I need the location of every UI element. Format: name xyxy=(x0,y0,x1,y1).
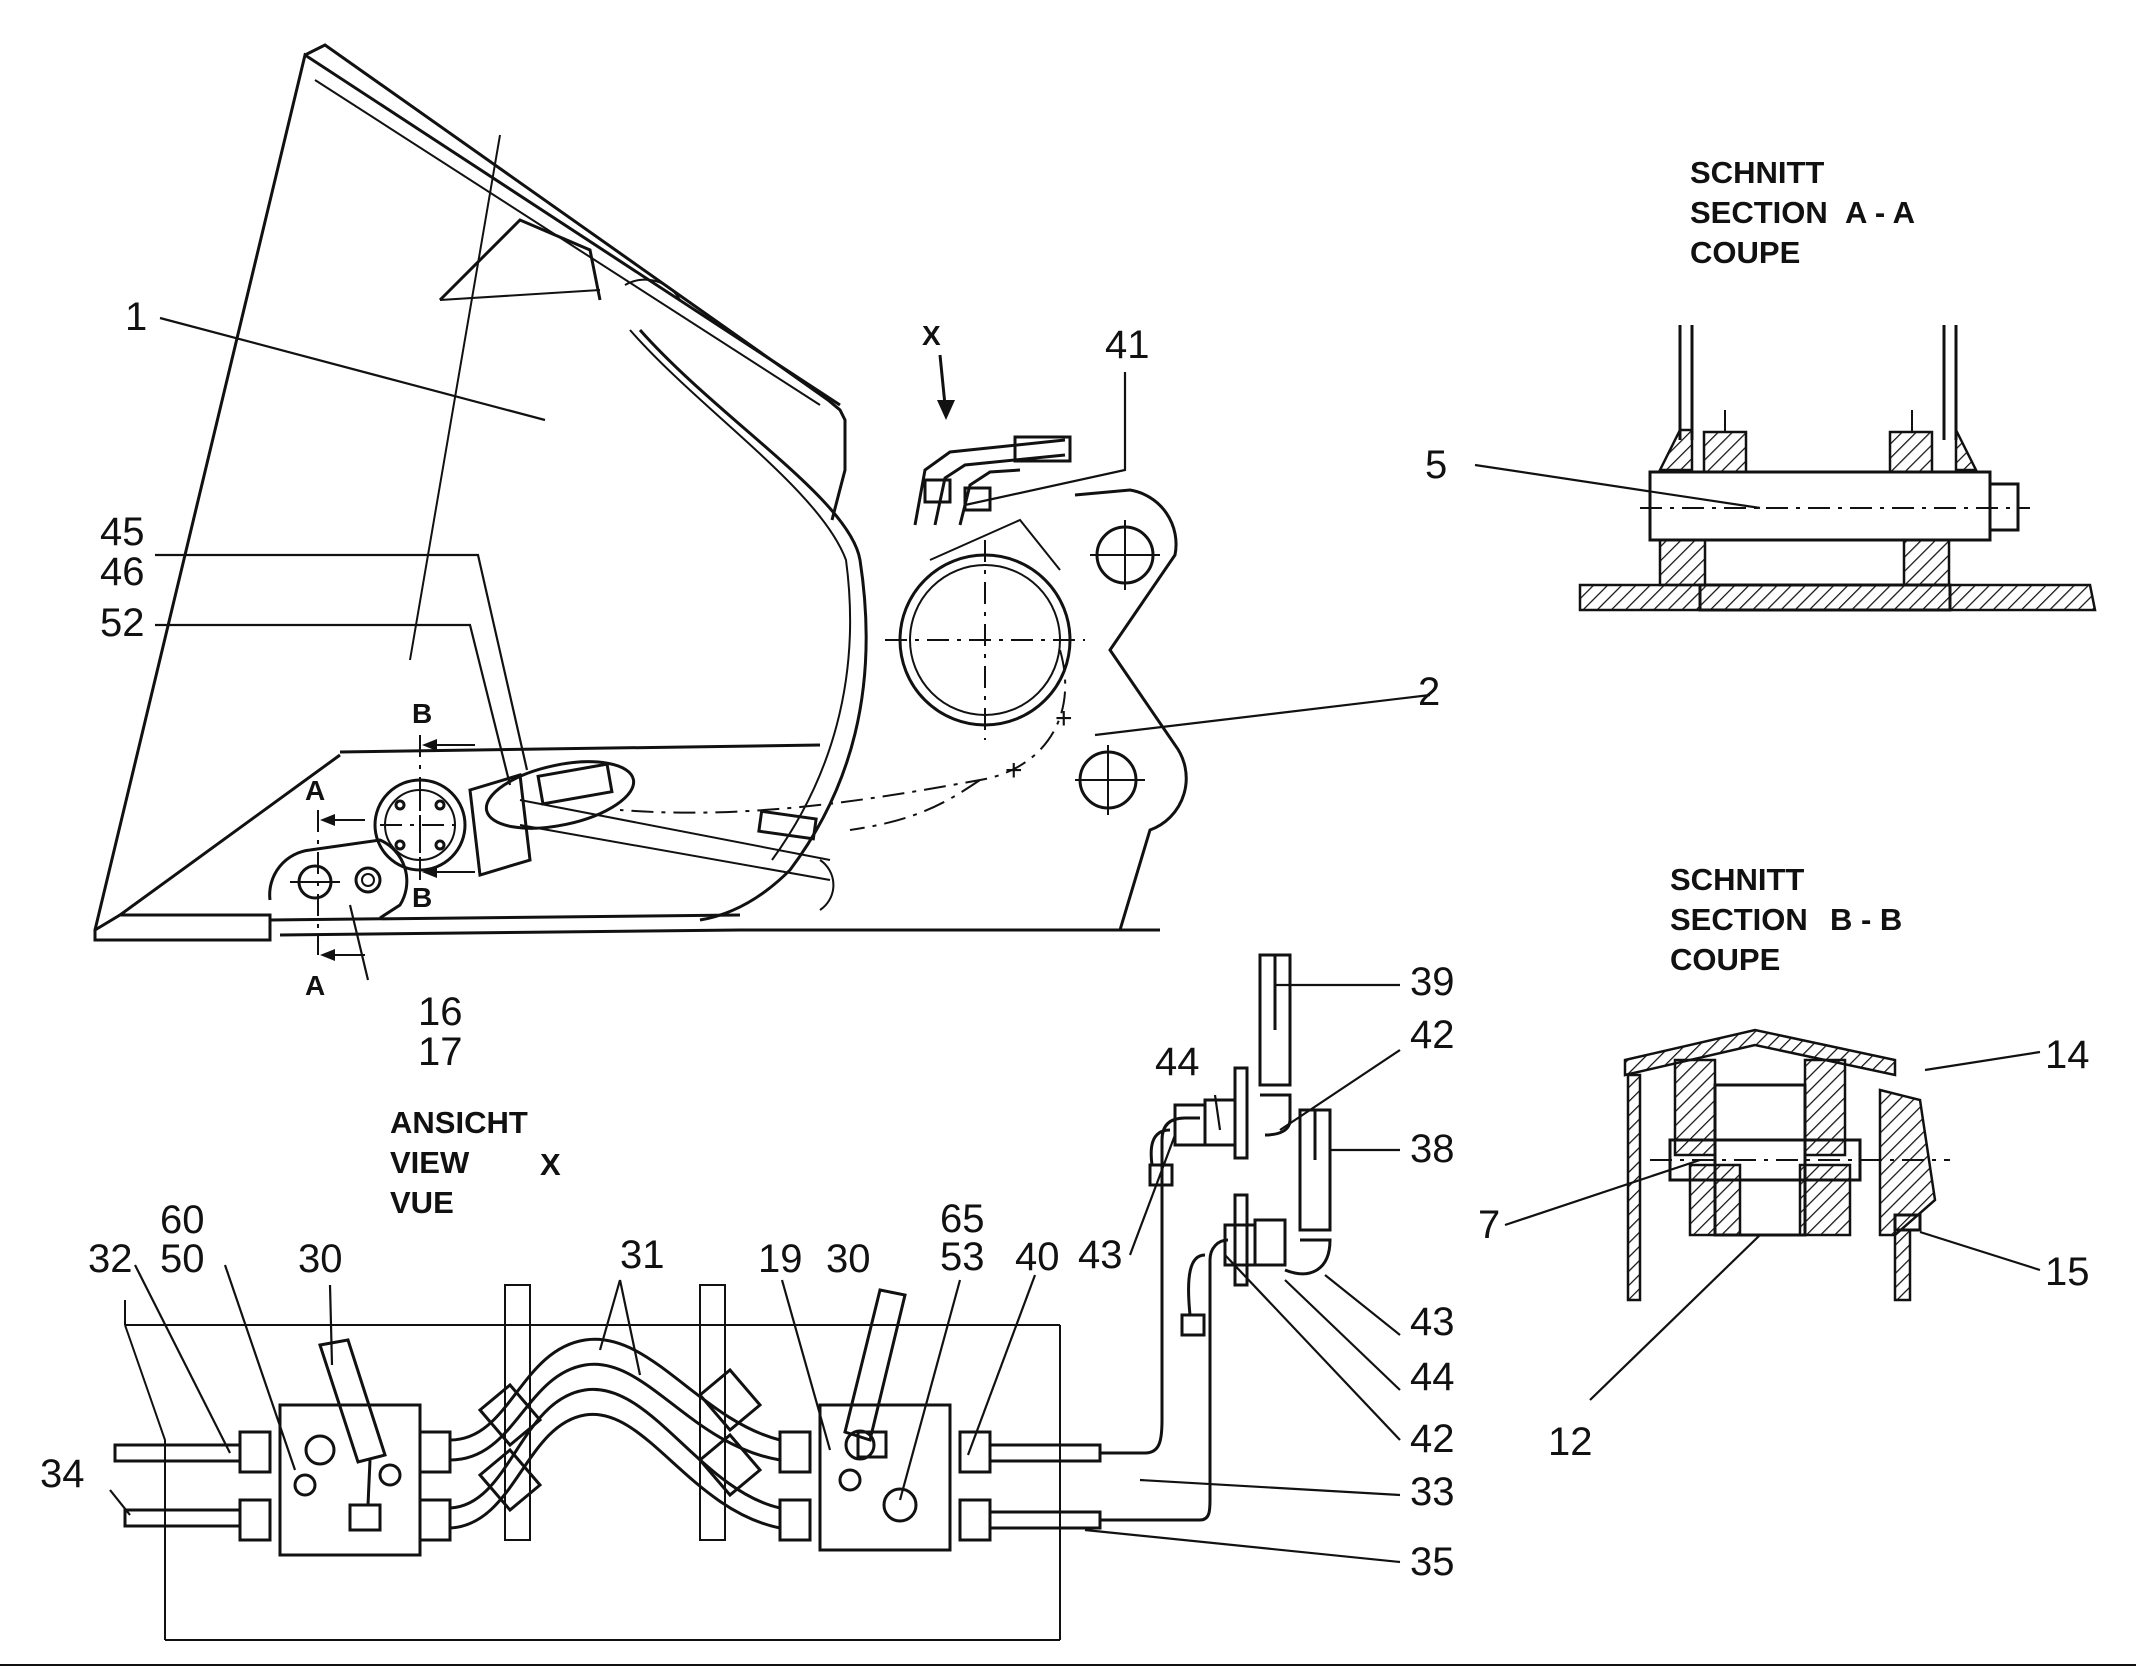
section-aa-drawing xyxy=(1474,325,2097,612)
part-label-39: 39 xyxy=(1410,960,1455,1004)
svg-text:VUE: VUE xyxy=(390,1185,454,1220)
part-label-16: 16 xyxy=(418,990,463,1034)
section-bb-title: SCHNITT SECTION COUPE B - B xyxy=(1670,862,1902,977)
part-label-12: 12 xyxy=(1548,1420,1593,1464)
part-label-46: 46 xyxy=(100,550,145,594)
part-label-17: 17 xyxy=(418,1030,463,1074)
svg-text:ANSICHT: ANSICHT xyxy=(390,1105,528,1140)
part-label-60: 60 xyxy=(160,1198,205,1242)
view-x-title: ANSICHT VIEW VUE X xyxy=(390,1105,561,1220)
part-label-41: 41 xyxy=(1105,323,1150,367)
part-label-43-right: 43 xyxy=(1410,1300,1455,1344)
part-label-14: 14 xyxy=(2045,1033,2090,1077)
svg-text:+: + xyxy=(1005,754,1023,787)
part-label-50: 50 xyxy=(160,1237,205,1281)
svg-text:SECTION: SECTION xyxy=(1670,902,1808,937)
part-label-44-top: 44 xyxy=(1155,1040,1200,1084)
part-label-42-top: 42 xyxy=(1410,1013,1455,1057)
part-label-34: 34 xyxy=(40,1452,85,1496)
section-a-marker-top: A xyxy=(305,775,325,806)
bucket-side-view: + + xyxy=(93,43,1188,961)
section-b-marker-top: B xyxy=(412,698,432,729)
part-label-31: 31 xyxy=(620,1233,665,1277)
view-x-drawing xyxy=(113,953,1332,1641)
svg-text:+: + xyxy=(1055,702,1073,735)
view-x-marker: X xyxy=(922,320,941,351)
section-aa-title: SCHNITT SECTION COUPE A - A xyxy=(1690,155,1915,270)
part-label-7: 7 xyxy=(1478,1203,1500,1247)
svg-text:COUPE: COUPE xyxy=(1690,235,1800,270)
part-label-65: 65 xyxy=(940,1197,985,1241)
section-b-marker-bottom: B xyxy=(412,882,432,913)
section-a-marker-bottom: A xyxy=(305,970,325,1001)
section-bb-drawing xyxy=(1504,1028,2041,1401)
part-label-2: 2 xyxy=(1418,670,1440,714)
part-label-42-bottom: 42 xyxy=(1410,1417,1455,1461)
svg-text:SCHNITT: SCHNITT xyxy=(1670,862,1804,897)
part-label-32: 32 xyxy=(88,1237,133,1281)
svg-text:X: X xyxy=(540,1147,561,1182)
part-label-44-bottom: 44 xyxy=(1410,1355,1455,1399)
svg-text:B - B: B - B xyxy=(1830,902,1902,937)
part-label-45: 45 xyxy=(100,510,145,554)
part-label-38: 38 xyxy=(1410,1127,1455,1171)
part-label-53: 53 xyxy=(940,1235,985,1279)
part-label-40: 40 xyxy=(1015,1235,1060,1279)
svg-text:VIEW: VIEW xyxy=(390,1145,470,1180)
part-label-30-left: 30 xyxy=(298,1237,343,1281)
part-label-52: 52 xyxy=(100,601,145,645)
part-label-30-right: 30 xyxy=(826,1237,871,1281)
part-label-43-left: 43 xyxy=(1078,1233,1123,1277)
svg-text:SECTION: SECTION xyxy=(1690,195,1828,230)
svg-text:A - A: A - A xyxy=(1845,195,1915,230)
part-label-33: 33 xyxy=(1410,1470,1455,1514)
view-x-leaders xyxy=(109,983,1401,1564)
part-label-19: 19 xyxy=(758,1237,803,1281)
svg-text:SCHNITT: SCHNITT xyxy=(1690,155,1824,190)
part-label-5: 5 xyxy=(1425,443,1447,487)
part-label-15: 15 xyxy=(2045,1250,2090,1294)
part-label-35: 35 xyxy=(1410,1540,1455,1584)
main-view-leaders xyxy=(155,316,1431,981)
svg-text:COUPE: COUPE xyxy=(1670,942,1780,977)
part-label-1: 1 xyxy=(125,295,147,339)
